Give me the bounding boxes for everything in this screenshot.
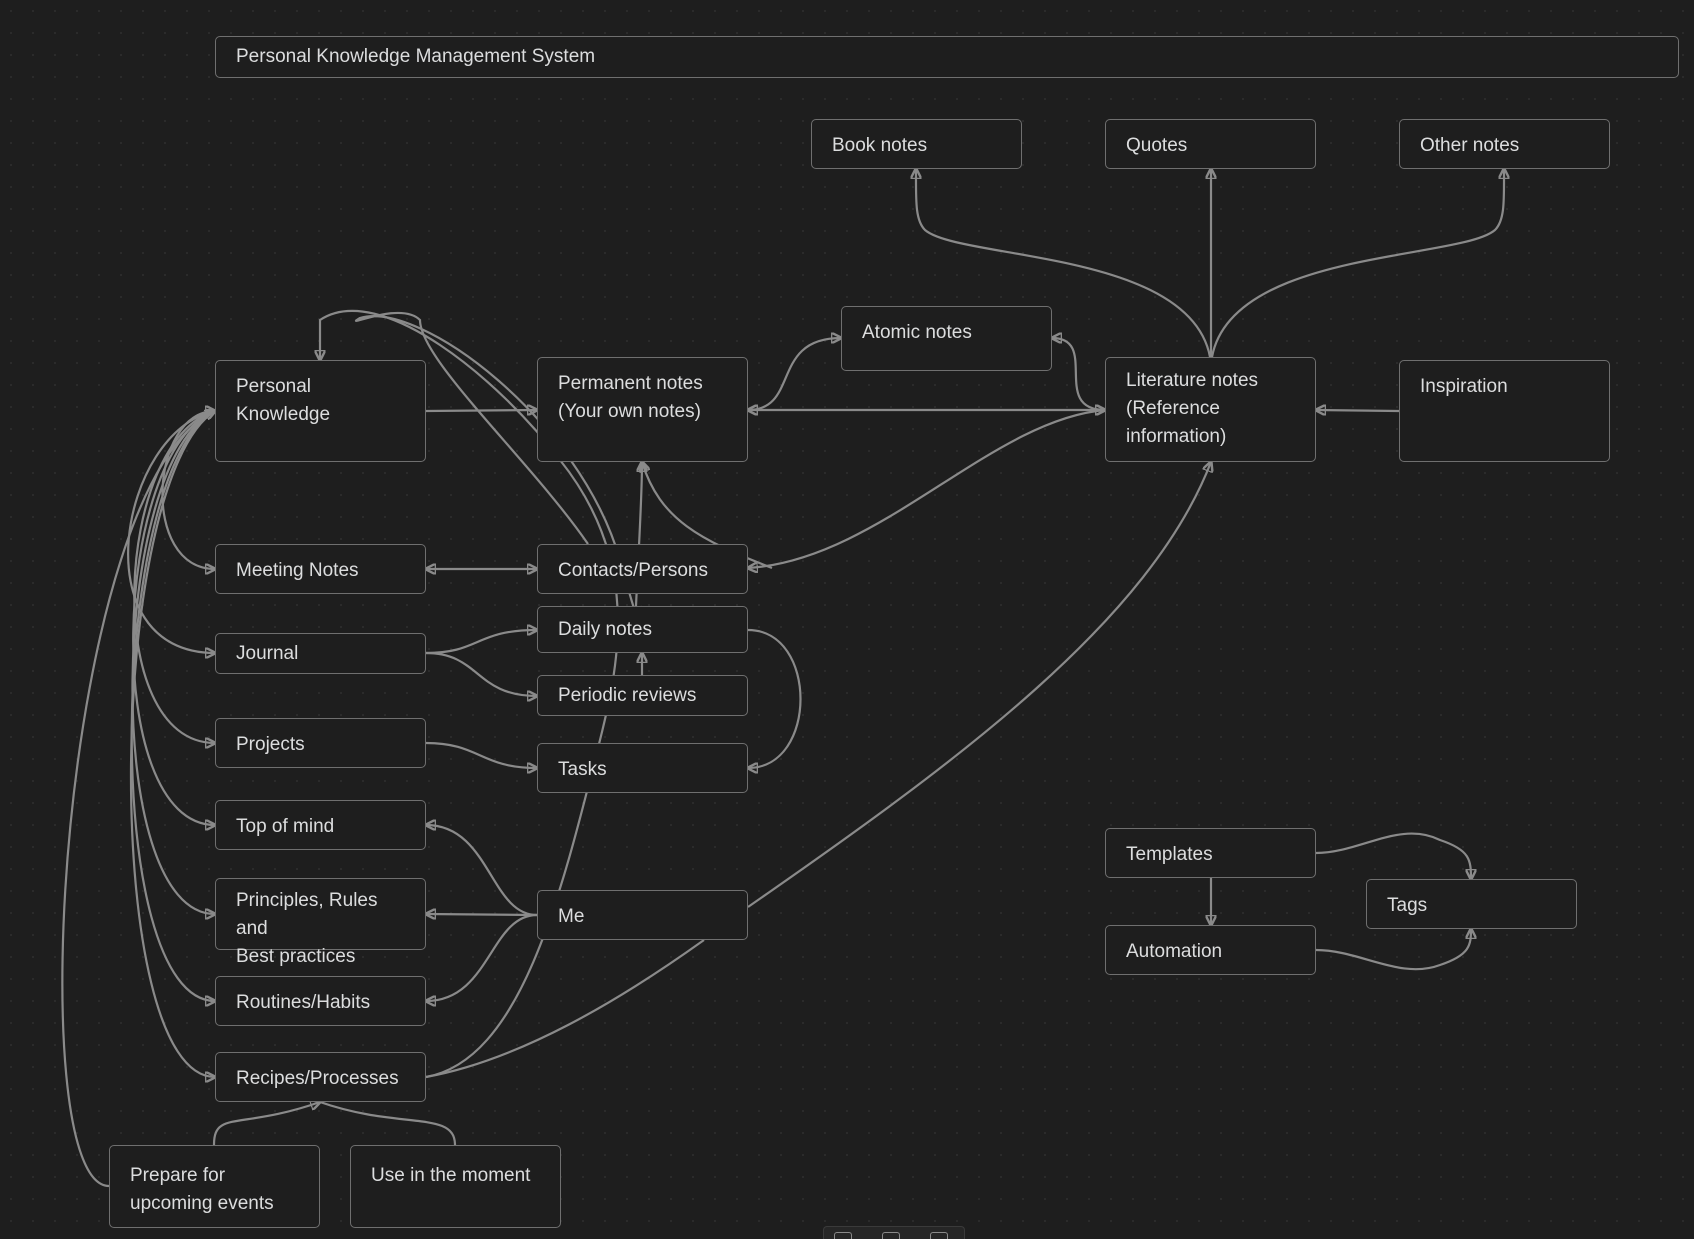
edge-pk-journal xyxy=(127,409,215,653)
node-periodic-reviews-label: Periodic reviews xyxy=(558,685,697,706)
node-meeting-notes[interactable]: Meeting Notes xyxy=(215,544,426,594)
node-routines-habits-label: Routines/Habits xyxy=(236,992,371,1013)
edge-me-principles xyxy=(426,914,538,915)
node-personal-knowledge[interactable]: Personal Knowledge xyxy=(215,360,426,462)
edge-journal-periodic xyxy=(425,651,537,696)
node-projects-label: Projects xyxy=(236,734,305,755)
edge-automation-tags xyxy=(1315,929,1471,971)
edge-recipes-me xyxy=(425,939,705,1079)
node-book-notes[interactable]: Book notes xyxy=(811,119,1022,169)
node-tags-label: Tags xyxy=(1387,895,1428,916)
node-atomic-notes[interactable]: Atomic notes xyxy=(841,306,1052,371)
node-permanent-notes[interactable]: Permanent notes (Your own notes) xyxy=(537,357,748,462)
edge-pk-projects xyxy=(133,409,215,743)
node-quotes-label: Quotes xyxy=(1126,135,1188,156)
node-contacts-persons-label: Contacts/Persons xyxy=(558,560,708,581)
node-templates-label: Templates xyxy=(1126,844,1213,865)
node-literature-notes-label: Literature notes (Reference information) xyxy=(1126,370,1259,447)
node-recipes-processes[interactable]: Recipes/Processes xyxy=(215,1052,426,1102)
node-routines-habits[interactable]: Routines/Habits xyxy=(215,976,426,1026)
node-contacts-persons[interactable]: Contacts/Persons xyxy=(537,544,748,594)
edge-pk-meeting xyxy=(161,411,215,569)
edge-templates-tags xyxy=(1315,832,1471,879)
node-tasks-label: Tasks xyxy=(558,759,607,780)
edge-inspiration-literature xyxy=(1316,410,1400,411)
edge-pk-principles xyxy=(131,410,215,914)
node-principles-label: Principles, Rules and Best practices xyxy=(236,890,378,967)
node-use-in-moment[interactable]: Use in the moment xyxy=(350,1145,561,1228)
node-atomic-notes-label: Atomic notes xyxy=(862,322,972,343)
edge-journal-daily xyxy=(425,630,537,655)
node-use-in-moment-label: Use in the moment xyxy=(371,1165,531,1186)
edge-use-recipes xyxy=(319,1100,457,1146)
edge-permanent-atomic xyxy=(748,338,841,410)
node-projects[interactable]: Projects xyxy=(215,718,426,768)
edge-me-top xyxy=(426,825,538,917)
edge-prepare-recipes xyxy=(212,1102,320,1146)
edge-pk-routines xyxy=(130,410,215,1001)
new-note-icon[interactable] xyxy=(834,1232,852,1239)
node-prepare-events[interactable]: Prepare for upcoming events xyxy=(109,1145,320,1228)
node-templates[interactable]: Templates xyxy=(1105,828,1316,878)
edge-atomic-literature xyxy=(1052,338,1105,410)
canvas-toolbar xyxy=(823,1226,965,1239)
node-automation[interactable]: Automation xyxy=(1105,925,1316,975)
node-principles[interactable]: Principles, Rules and Best practices xyxy=(215,878,426,967)
node-prepare-events-label: Prepare for upcoming events xyxy=(130,1165,274,1214)
node-tags[interactable]: Tags xyxy=(1366,879,1577,929)
edge-pk-recipes xyxy=(129,410,215,1077)
edge-pk-prepare xyxy=(61,411,215,1188)
edge-me-routines xyxy=(426,913,538,1001)
canvas-title-label: Personal Knowledge Management System xyxy=(236,46,596,67)
node-daily-notes-label: Daily notes xyxy=(558,619,652,640)
node-recipes-processes-label: Recipes/Processes xyxy=(236,1068,399,1089)
node-inspiration[interactable]: Inspiration xyxy=(1399,360,1610,462)
node-permanent-notes-label: Permanent notes (Your own notes) xyxy=(558,373,703,422)
new-file-icon[interactable] xyxy=(882,1232,900,1239)
node-top-of-mind-label: Top of mind xyxy=(236,816,335,837)
edge-literature-contacts xyxy=(748,408,1106,568)
edge-projects-tasks xyxy=(425,741,537,768)
node-book-notes-label: Book notes xyxy=(832,135,928,156)
node-daily-notes[interactable]: Daily notes xyxy=(537,606,748,653)
node-periodic-reviews[interactable]: Periodic reviews xyxy=(537,675,748,716)
node-automation-label: Automation xyxy=(1126,941,1223,962)
node-inspiration-label: Inspiration xyxy=(1420,376,1508,397)
node-quotes[interactable]: Quotes xyxy=(1105,119,1316,169)
node-literature-notes[interactable]: Literature notes (Reference information) xyxy=(1105,357,1316,462)
edge-daily-tasks xyxy=(748,628,802,768)
node-me-label: Me xyxy=(558,906,585,927)
new-media-icon[interactable] xyxy=(930,1232,948,1239)
node-me[interactable]: Me xyxy=(537,890,748,940)
node-top-of-mind[interactable]: Top of mind xyxy=(215,800,426,850)
node-other-notes[interactable]: Other notes xyxy=(1399,119,1610,169)
node-other-notes-label: Other notes xyxy=(1420,135,1520,156)
node-journal[interactable]: Journal xyxy=(215,633,426,674)
edge-pk-top xyxy=(132,409,215,825)
node-tasks[interactable]: Tasks xyxy=(537,743,748,793)
edge-pk-permanent xyxy=(425,410,537,411)
node-meeting-notes-label: Meeting Notes xyxy=(236,560,359,581)
edge-literature-other xyxy=(1210,169,1504,358)
canvas-title-node[interactable]: Personal Knowledge Management System xyxy=(215,36,1679,78)
node-personal-knowledge-label: Personal Knowledge xyxy=(236,376,331,425)
node-journal-label: Journal xyxy=(236,643,299,664)
